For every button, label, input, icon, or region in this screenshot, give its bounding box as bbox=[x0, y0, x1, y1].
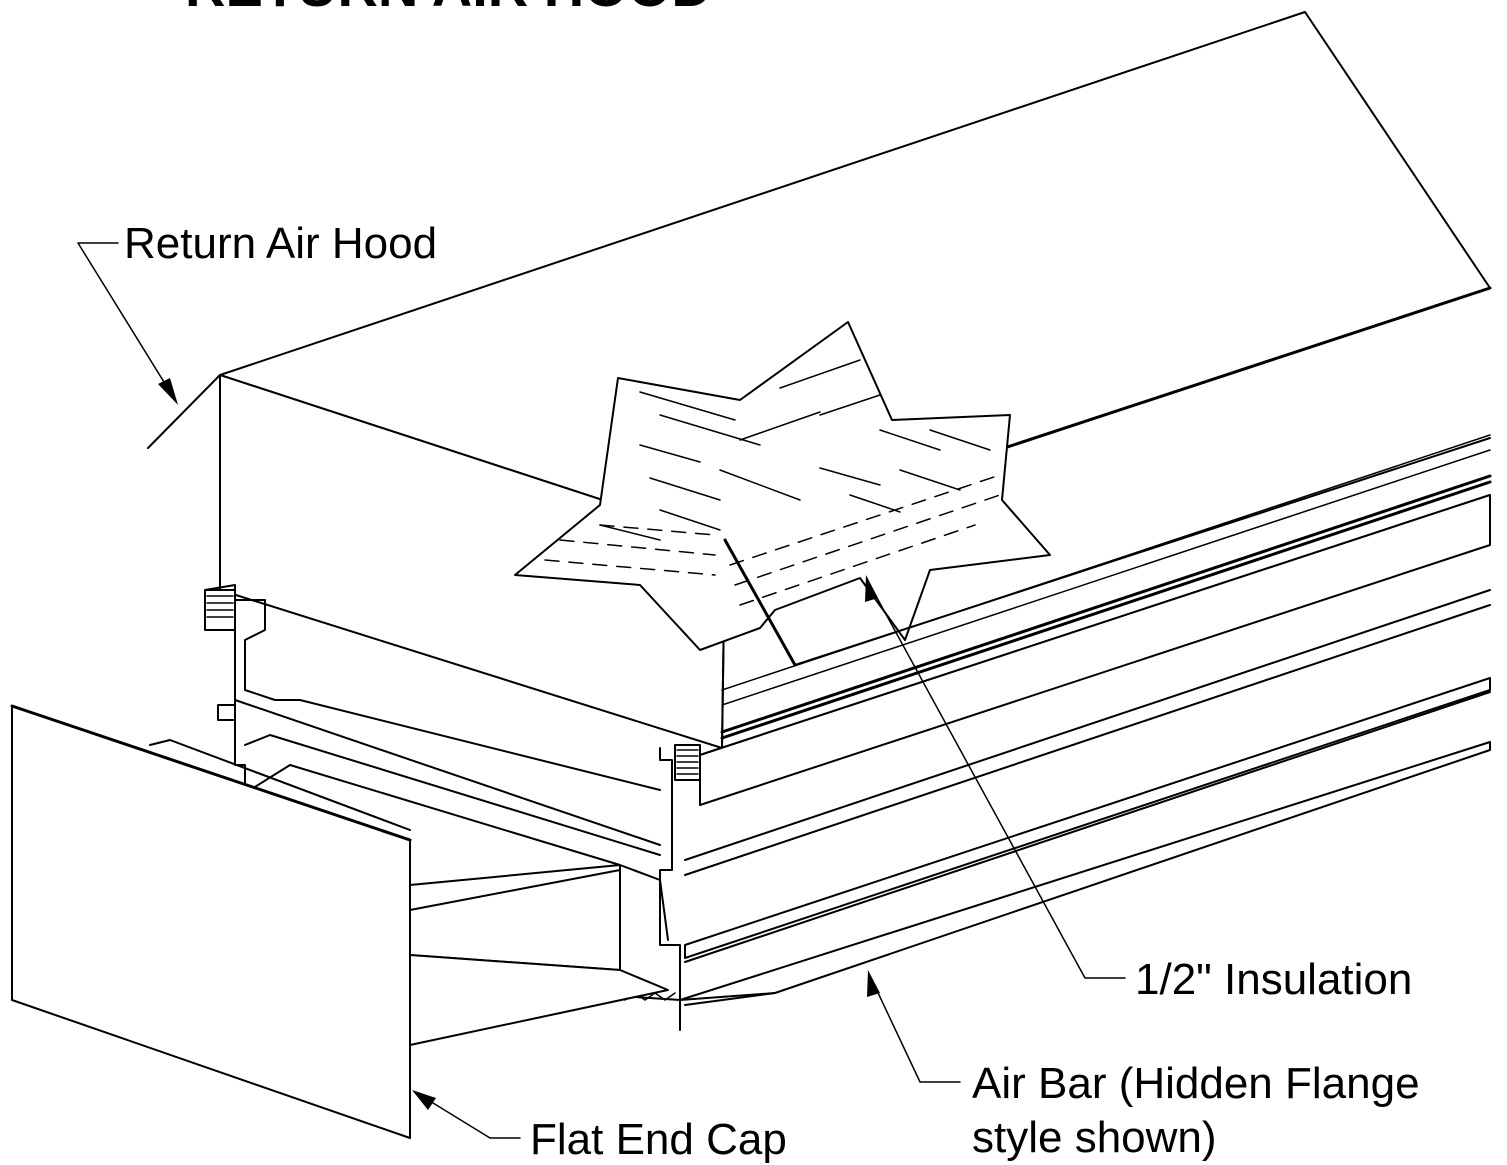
label-return-air-hood: Return Air Hood bbox=[124, 219, 437, 268]
label-air-bar-line1: Air Bar (Hidden Flange bbox=[972, 1059, 1420, 1108]
leader-air-bar bbox=[867, 970, 961, 1083]
label-insulation: 1/2" Insulation bbox=[1135, 955, 1412, 1004]
air-bar bbox=[551, 474, 1492, 1031]
flat-end-cap bbox=[10, 704, 669, 1139]
diagram-title: RETURN AIR HOOD bbox=[185, 0, 712, 18]
label-air-bar-line2: style shown) bbox=[972, 1113, 1217, 1162]
leader-flat-end-cap bbox=[412, 1090, 521, 1139]
leader-return-air-hood bbox=[77, 242, 178, 405]
insulation-cutaway bbox=[514, 321, 1491, 667]
label-flat-end-cap: Flat End Cap bbox=[530, 1115, 787, 1164]
leader-insulation bbox=[865, 575, 1126, 979]
left-profile bbox=[149, 584, 669, 941]
